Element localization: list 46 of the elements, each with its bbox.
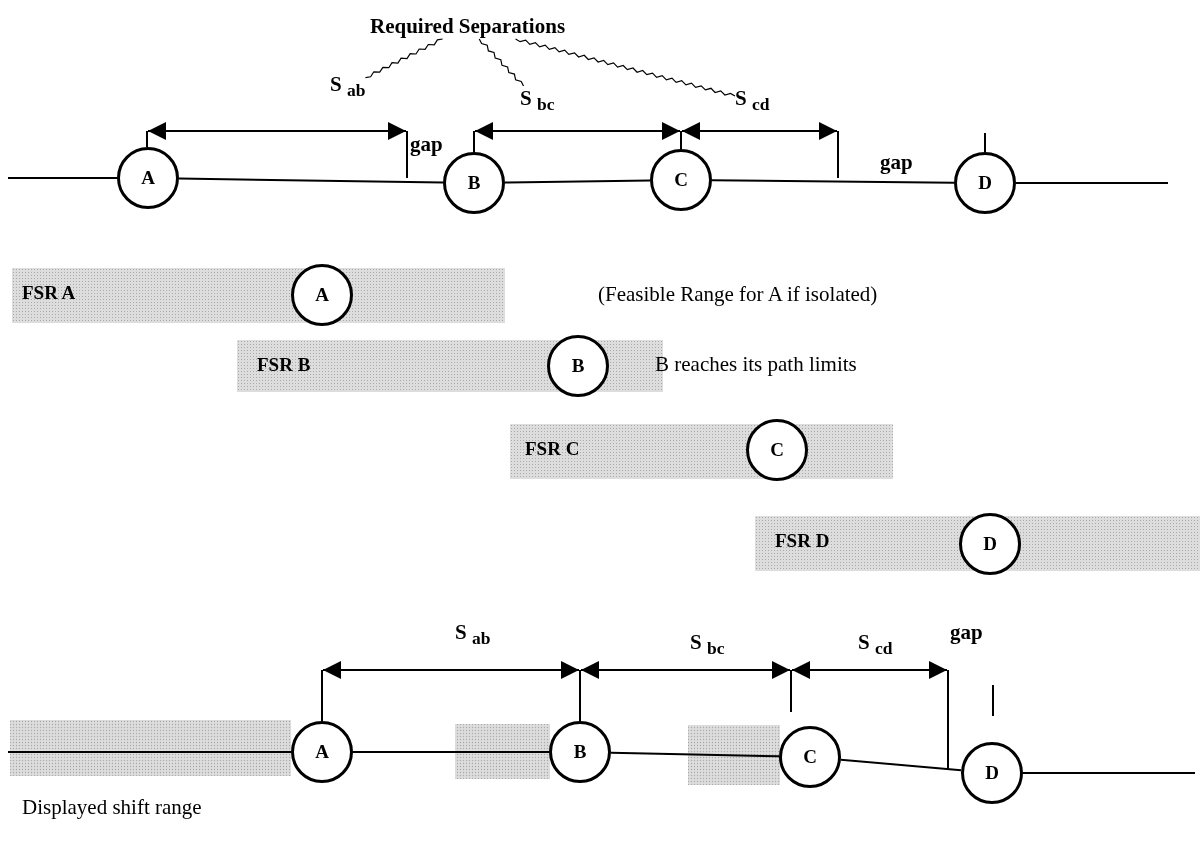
shaded-track-line [7, 720, 292, 776]
leader-line [364, 38, 444, 79]
track-line [1015, 182, 1169, 184]
caption-text: Displayed shift range [22, 795, 202, 820]
node-letter: C [770, 439, 784, 461]
gap-label: gap [410, 132, 443, 157]
node-letter: A [315, 284, 329, 306]
node-circle [779, 726, 841, 788]
node-letter: C [674, 169, 688, 191]
range-note: (Feasible Range for A if isolated) [598, 282, 878, 307]
separation-label: S $_{bc}$ [690, 630, 725, 660]
heading-text: Required Separations [370, 14, 566, 39]
separation-label: S $_{ab}$ [455, 620, 491, 650]
shaded-track-line [352, 724, 550, 779]
track-line [178, 177, 444, 184]
track-line [711, 179, 955, 184]
leader-line [478, 38, 525, 87]
node-letter: B [571, 355, 585, 377]
node-letter: D [985, 762, 999, 784]
track-line [504, 179, 651, 184]
leader-line [514, 38, 736, 97]
band-label: FSR C [525, 438, 580, 460]
separation-label: S $_{cd}$ [735, 86, 770, 116]
gap-label: gap [950, 620, 983, 645]
separation-label: S $_{bc}$ [520, 86, 555, 116]
separation-label: S $_{ab}$ [330, 72, 366, 102]
node-circle [291, 264, 353, 326]
node-letter: D [978, 172, 992, 194]
node-letter: A [141, 167, 155, 189]
shaded-track-line [610, 725, 780, 785]
band-label: FSR B [257, 354, 311, 376]
track-line [7, 177, 118, 179]
node-letter: B [467, 172, 481, 194]
node-letter: A [315, 741, 329, 763]
track-line [839, 758, 963, 772]
band-label: FSR A [22, 282, 76, 304]
node-circle [746, 419, 808, 481]
gap-label: gap [880, 150, 913, 175]
track-line [1022, 772, 1196, 774]
node-circle [959, 513, 1021, 575]
separation-label: S $_{cd}$ [858, 630, 893, 660]
node-letter: B [573, 741, 587, 763]
band-label: FSR D [775, 530, 830, 552]
node-letter: C [803, 746, 817, 768]
node-letter: D [983, 533, 997, 555]
range-note: B reaches its path limits [655, 352, 857, 377]
